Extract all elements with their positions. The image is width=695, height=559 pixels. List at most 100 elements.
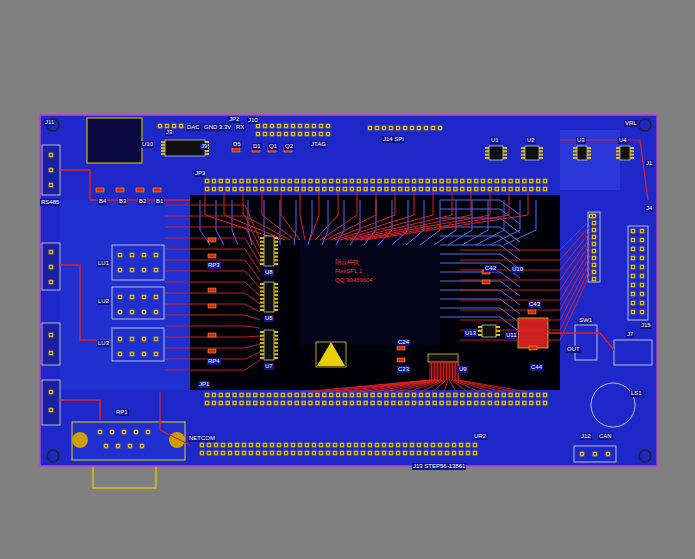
relay-outline (112, 287, 164, 319)
pad (543, 187, 548, 192)
trace (444, 362, 448, 392)
trace (440, 227, 520, 242)
trace (360, 192, 509, 240)
pad (631, 310, 636, 315)
pad (326, 132, 331, 137)
drill-hole (344, 180, 346, 182)
pad (488, 393, 493, 398)
pad (277, 124, 282, 129)
drill-hole (227, 402, 229, 404)
chip-pin (485, 154, 489, 156)
drill-hole (530, 180, 532, 182)
chip-pin (161, 147, 165, 149)
drill-hole (327, 133, 329, 135)
pad (382, 451, 387, 456)
smd-part (482, 280, 490, 284)
drill-hole (641, 239, 643, 241)
can-connector (574, 446, 616, 462)
pad (495, 187, 500, 192)
pad (343, 187, 348, 192)
trace (432, 362, 447, 392)
pad (347, 443, 352, 448)
pad (631, 229, 636, 234)
drill-hole (358, 188, 360, 190)
chip-pin (260, 237, 264, 239)
pad (467, 401, 472, 406)
drill-hole (250, 444, 252, 446)
smd-part (397, 346, 405, 350)
pad (396, 443, 401, 448)
chip-pin (274, 256, 278, 258)
pad (329, 401, 334, 406)
drill-hole (135, 431, 137, 433)
part-label: J12 (580, 433, 592, 440)
drill-hole (206, 180, 208, 182)
trace (165, 205, 260, 240)
drill-hole (632, 311, 634, 313)
pad (417, 451, 422, 456)
drill-hole (632, 302, 634, 304)
drill-hole (399, 188, 401, 190)
pad (49, 265, 54, 270)
chip-body (264, 330, 274, 360)
part-label: LU2 (97, 298, 110, 305)
part-label: JP1 (198, 381, 210, 388)
part-label: D5 (232, 141, 242, 148)
drill-hole (141, 445, 143, 447)
drill-hole (418, 127, 420, 129)
trace (165, 326, 260, 328)
trace (315, 192, 338, 240)
pad (412, 179, 417, 184)
pad (453, 187, 458, 192)
trace (60, 170, 190, 200)
pad (130, 268, 135, 273)
chip-pin (274, 263, 278, 265)
drill-hole (143, 269, 145, 271)
chip-pin (616, 157, 620, 159)
drill-hole (632, 230, 634, 232)
pad (522, 179, 527, 184)
pad (592, 263, 597, 268)
pad (212, 393, 217, 398)
part-label: 3.3V (218, 124, 232, 131)
drill-hole (593, 236, 595, 238)
drill-hole (447, 188, 449, 190)
pad (298, 132, 303, 137)
pad (253, 187, 258, 192)
drill-hole (454, 402, 456, 404)
drill-hole (309, 188, 311, 190)
pad (294, 401, 299, 406)
pad (263, 451, 268, 456)
chip-pin (260, 309, 264, 311)
drill-hole (271, 133, 273, 135)
drill-hole (243, 444, 245, 446)
pad (508, 179, 513, 184)
pad (417, 126, 422, 131)
drill-hole (397, 127, 399, 129)
pad (205, 179, 210, 184)
drill-hole (243, 452, 245, 454)
trace (248, 200, 252, 245)
pad (391, 393, 396, 398)
db9-connector (72, 422, 185, 460)
drill-hole (123, 431, 125, 433)
part-label: J13 STEP56-13861 (412, 463, 466, 470)
drill-hole (544, 402, 546, 404)
pad (116, 444, 121, 449)
part-label: U4 (618, 137, 628, 144)
drill-hole (240, 394, 242, 396)
part-label: C43 (528, 301, 541, 308)
pad (368, 451, 373, 456)
pad (377, 393, 382, 398)
trace (460, 226, 590, 260)
esd-frame (316, 342, 346, 367)
drill-hole (155, 311, 157, 313)
pad (172, 124, 177, 129)
part-label: J4 (645, 205, 653, 212)
drill-hole (285, 133, 287, 135)
drill-hole (503, 402, 505, 404)
pad (49, 153, 54, 158)
pad (308, 187, 313, 192)
drill-hole (166, 125, 168, 127)
drill-hole (337, 180, 339, 182)
